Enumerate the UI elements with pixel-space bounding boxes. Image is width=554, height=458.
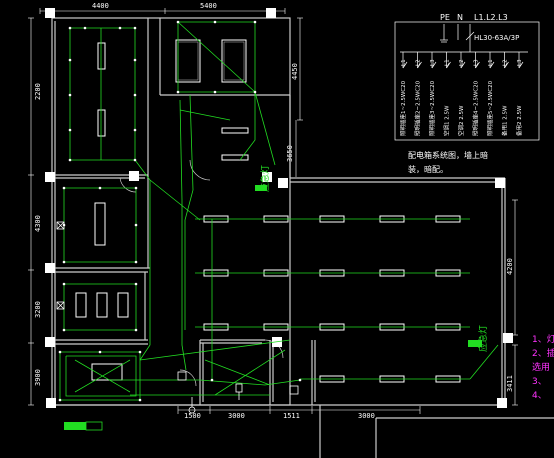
panel-pe-label: PE xyxy=(440,13,450,22)
dim-bottom-2: 3000 xyxy=(228,412,245,420)
circuit-breaker-symbol xyxy=(402,61,408,69)
circuit-label: 空调2 2.5W xyxy=(457,105,465,136)
side-note-2: 2、插 xyxy=(532,347,554,359)
panel-main-breaker: HL30-63A/3P xyxy=(474,34,519,42)
emergency-lamp-right: 应急灯 xyxy=(468,325,489,352)
circuit-breaker-symbol xyxy=(475,61,480,69)
circuit-phase-id: L3 xyxy=(474,59,480,66)
circuit-label: 备用2 2.5W xyxy=(515,105,523,136)
side-notes: 1、灯 2、插 选用 3、 4、 xyxy=(532,334,554,401)
side-note-3: 选用 xyxy=(532,361,550,373)
dim-top-1: 4400 xyxy=(92,2,109,10)
switch-symbols xyxy=(56,221,299,414)
circuit-label: 照明插座2~2.5WC20 xyxy=(414,80,422,136)
dim-top-2: 5400 xyxy=(200,2,217,10)
side-note-5: 4、 xyxy=(532,391,547,401)
emergency-lamp-right-label: 应急灯 xyxy=(477,325,489,352)
panel-n-label: N xyxy=(457,13,463,22)
dimension-lines xyxy=(28,8,518,414)
emergency-lamp-left-label: 应急灯 xyxy=(259,165,271,192)
dim-bottom-1: 1500 xyxy=(184,412,201,420)
circuit-label: 照明插座4~2.5WC20 xyxy=(472,80,480,136)
dim-right-top: 4450 xyxy=(291,63,299,80)
circuit-phase-id: L3 xyxy=(517,59,523,66)
circuit-phase-id: L2 xyxy=(503,59,509,66)
side-note-4: 3、 xyxy=(532,377,547,387)
distribution-box xyxy=(64,422,86,430)
circuit-label: 照明插座5~2.5WC20 xyxy=(486,80,494,136)
panel-phase-label: L1.L2.L3 xyxy=(474,13,508,22)
dim-left-2: 4300 xyxy=(34,215,42,232)
circuit-breaker-symbol xyxy=(431,61,437,69)
light-fixtures xyxy=(75,39,249,381)
side-note-1: 1、灯 xyxy=(532,334,554,345)
dim-left-1: 2200 xyxy=(34,83,42,100)
circuit-phase-id: L1 xyxy=(445,59,451,66)
circuit-breaker-symbol xyxy=(417,61,422,69)
dim-right-1: 4200 xyxy=(506,258,514,275)
circuit-label: 备用1 2.5W xyxy=(501,105,509,136)
circuit-label: 照明插座1~2.5WC20 xyxy=(399,80,407,136)
hall-light-rows xyxy=(203,215,461,383)
panel-note-line2: 装，暗配。 xyxy=(408,164,448,174)
receptacle-dots xyxy=(58,20,302,402)
circuit-phase-id: L2 xyxy=(459,59,465,66)
circuit-label: 空调1 2.5W xyxy=(443,105,451,136)
circuit-phase-id: L1 xyxy=(401,59,407,66)
circuit-breaker-symbol xyxy=(518,61,524,69)
panel-system-diagram: PE N L1.L2.L3 HL30-63A/3P xyxy=(394,13,540,141)
circuit-label: 照明插座3~2.5WC20 xyxy=(428,80,436,136)
dim-left-3: 3200 xyxy=(34,301,42,318)
dim-bottom-3: 1511 xyxy=(283,412,300,420)
dim-left-4: 3900 xyxy=(34,369,42,386)
columns xyxy=(45,8,513,408)
circuit-breaker-symbol xyxy=(504,61,509,69)
circuit-phase-id: L2 xyxy=(416,59,422,66)
panel-circuits: L1 照明插座1~2.5WC20 L2 照明插座2~2.5WC20 L3 照明插座3~2.… xyxy=(399,52,524,136)
circuit-breaker-symbol xyxy=(460,61,466,69)
hall-wiring-lines xyxy=(195,218,470,380)
circuit-phase-id: L1 xyxy=(488,59,494,66)
emergency-lamp-left: 应急灯 xyxy=(255,165,271,192)
circuit-breaker-symbol xyxy=(489,61,495,69)
circuit-breaker-symbol xyxy=(446,61,451,69)
circuit-phase-id: L3 xyxy=(430,59,436,66)
dim-bottom-4: 3000 xyxy=(358,412,375,420)
dim-right-2: 3411 xyxy=(506,375,514,392)
panel-note-line1: 配电箱系统图，墙上暗 xyxy=(408,150,488,160)
